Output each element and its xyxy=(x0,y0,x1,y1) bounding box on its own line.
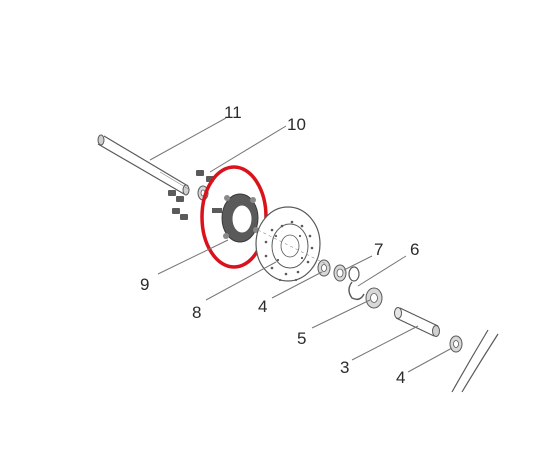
callout-4-left: 4 xyxy=(258,297,267,316)
callout-11: 11 xyxy=(224,103,242,122)
callout-10: 10 xyxy=(287,115,306,134)
brake-disc-part xyxy=(255,206,321,282)
callout-7: 7 xyxy=(374,240,383,259)
circlip-part xyxy=(348,281,365,301)
leader-lines xyxy=(149,117,453,373)
callout-3: 3 xyxy=(340,358,349,377)
callout-8: 8 xyxy=(192,303,201,322)
axis-centerline xyxy=(257,229,331,267)
hub-flange-part xyxy=(212,193,259,243)
wheel-rim xyxy=(451,329,499,393)
small-bolts-group xyxy=(168,170,214,220)
callout-4-right: 4 xyxy=(396,368,405,387)
spacer-tube-part xyxy=(394,307,440,337)
bearing-right-part xyxy=(449,335,463,353)
axle-part xyxy=(97,134,191,196)
spacer-ring-part xyxy=(333,264,360,282)
callout-9: 9 xyxy=(140,275,149,294)
callout-6: 6 xyxy=(410,240,419,259)
bearing-center-part xyxy=(365,287,383,309)
callout-5: 5 xyxy=(297,329,306,348)
